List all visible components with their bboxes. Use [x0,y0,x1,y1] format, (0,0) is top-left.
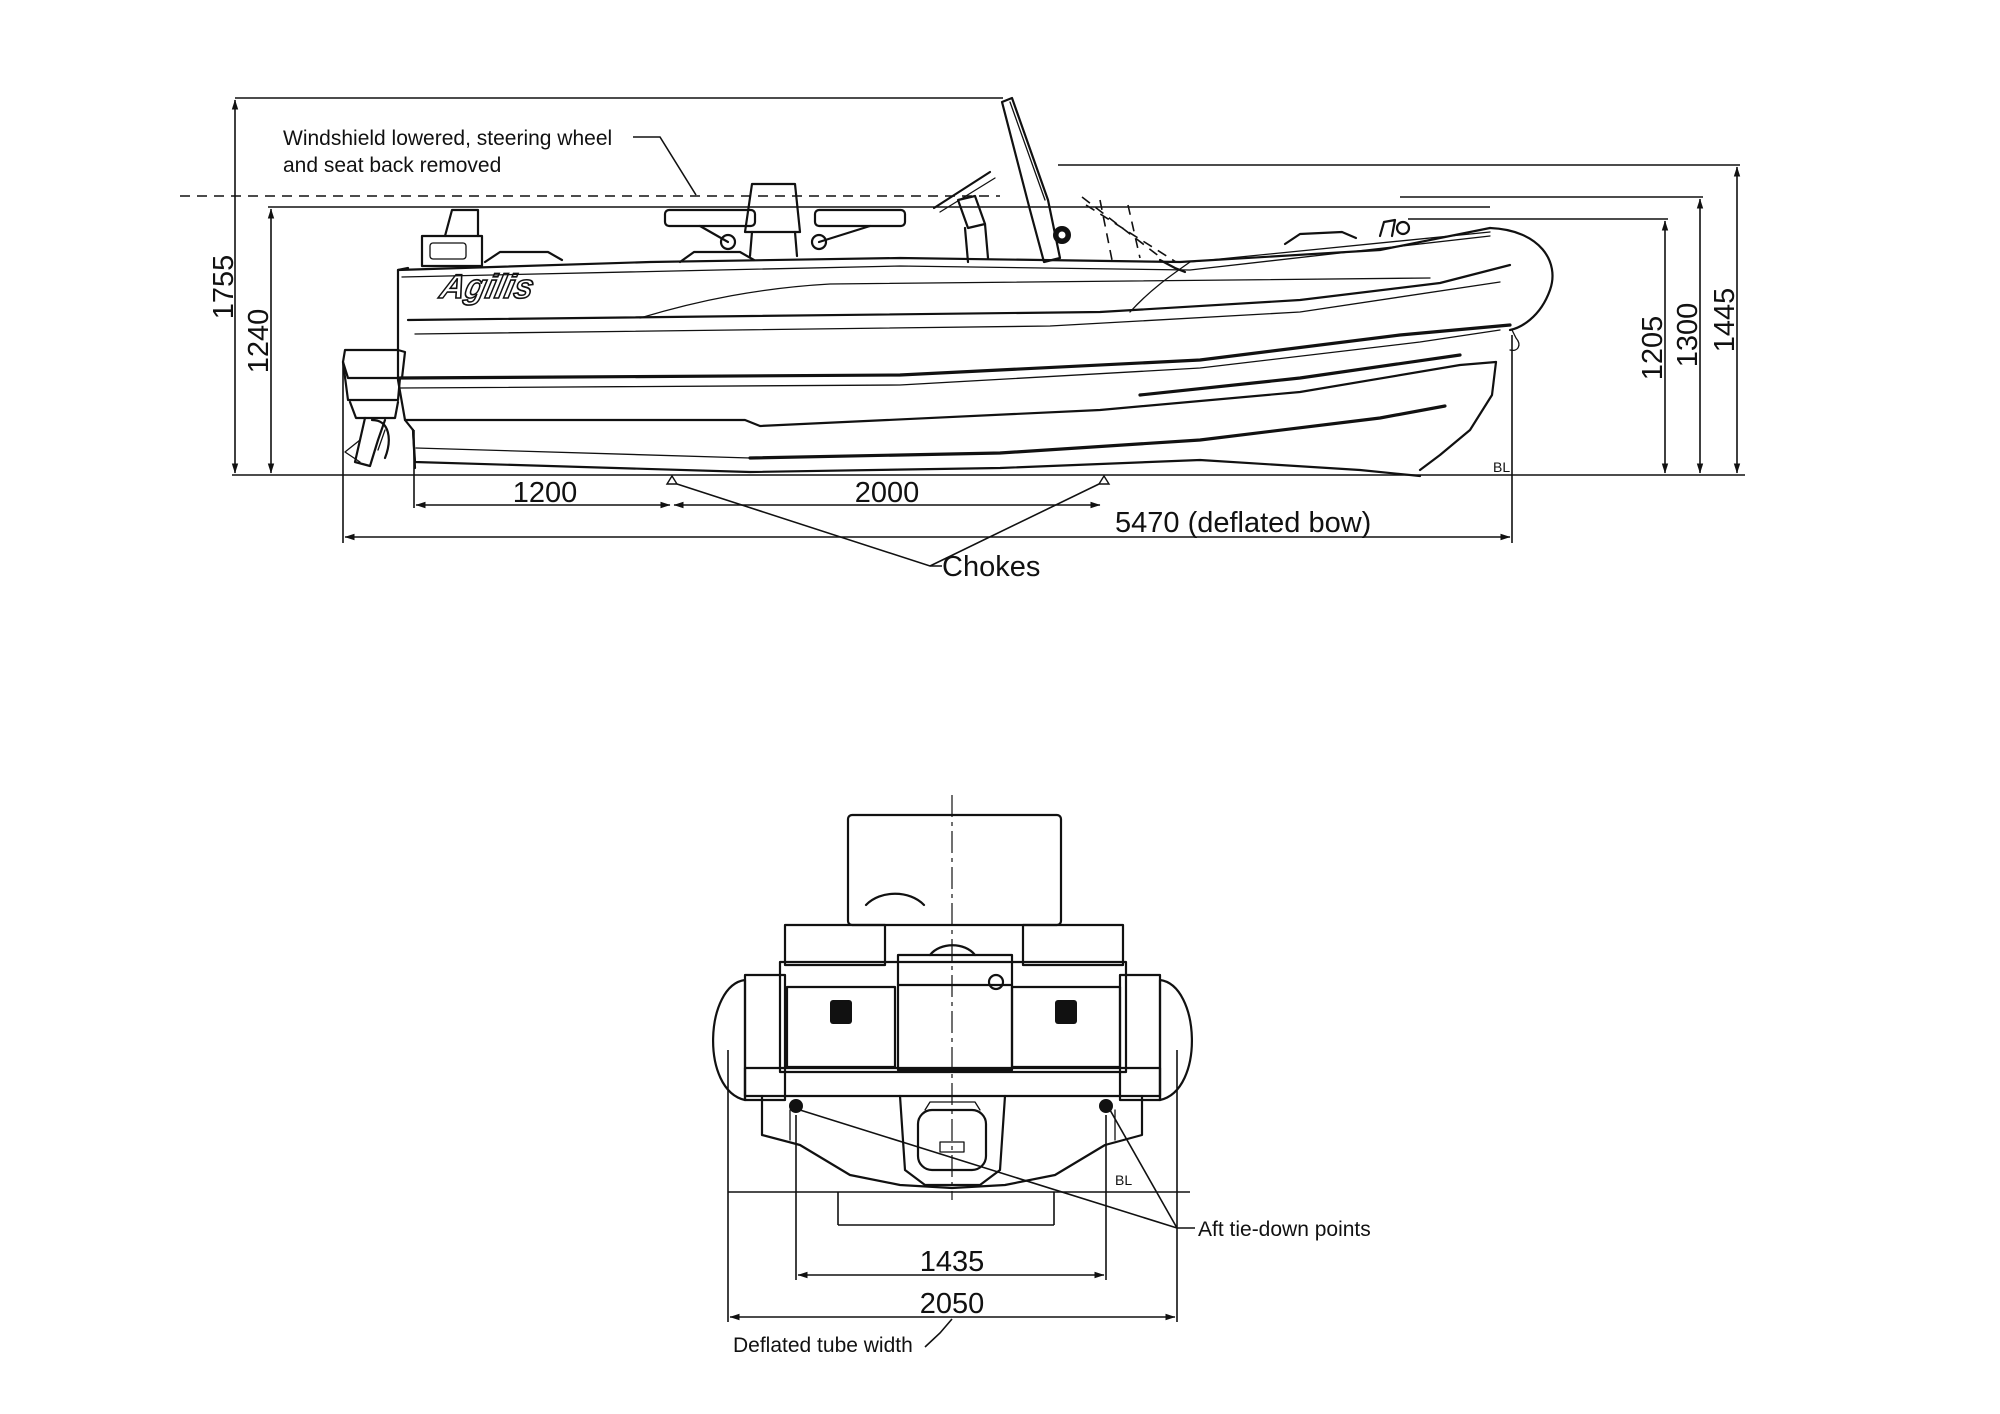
steering-wheel [932,170,996,264]
side-extension-lines [180,97,1745,543]
tie-down-left [789,1099,803,1113]
dim-label-1435: 1435 [920,1246,985,1278]
side-bl-label: BL [1493,459,1510,475]
rear-outboard [898,1094,1007,1187]
seat-back-block [743,182,802,234]
choke-marker-aft [665,474,679,485]
bow-tube [1488,226,1554,332]
hull-bottom [403,360,1498,428]
choke-marker-fwd [1097,474,1111,485]
seat-fwd [813,208,907,228]
tail-light-right [1055,1000,1077,1024]
seat-back-rear [846,813,1063,927]
aft-console [420,234,484,268]
windshield-leader [633,136,697,196]
chokes-label: Chokes [942,551,1040,583]
side-view: 1755 1240 1205 1300 1445 1200 2000 5470 … [180,96,1745,583]
outboard-motor [341,348,407,468]
aft-bench-left [783,923,887,967]
bow-cleat [1378,218,1397,238]
grab-handle-mid [678,250,756,264]
grab-handle-bow [1283,230,1358,246]
seat-aft [663,208,757,228]
rear-view: BL [712,795,1371,1357]
tie-down-right [1099,1099,1113,1113]
deflated-tube-label: Deflated tube width [733,1334,913,1357]
tube-right [1158,978,1193,1102]
rear-hull [760,1094,1144,1190]
dim-label-5470: 5470 (deflated bow) [1115,507,1371,539]
rub-strake [398,323,1512,380]
windshield-note-line1: Windshield lowered, steering wheel [283,127,612,150]
height-dimensions [231,99,1741,474]
dim-label-2000: 2000 [855,477,920,509]
dim-label-1300: 1300 [1672,303,1704,368]
dim-label-1205: 1205 [1637,316,1669,381]
windshield-note-line2: and seat back removed [283,154,501,177]
tube-left [712,978,747,1102]
tail-light-left [830,1000,852,1024]
length-dimensions [344,501,1511,541]
dim-label-1755: 1755 [208,255,240,320]
aft-bench-right [1021,923,1125,967]
dim-label-1240: 1240 [243,309,275,374]
dim-label-1445: 1445 [1709,288,1741,353]
windshield [1000,96,1187,274]
chokes [665,474,1111,567]
dim-label-2050: 2050 [920,1288,985,1320]
tie-down-label: Aft tie-down points [1198,1218,1371,1241]
grab-handle-aft [483,250,564,264]
rear-bl-label: BL [1115,1172,1132,1188]
boat-side-profile: Agilis [341,96,1554,478]
agilis-logo: Agilis [436,268,538,306]
dim-label-1200: 1200 [513,477,578,509]
